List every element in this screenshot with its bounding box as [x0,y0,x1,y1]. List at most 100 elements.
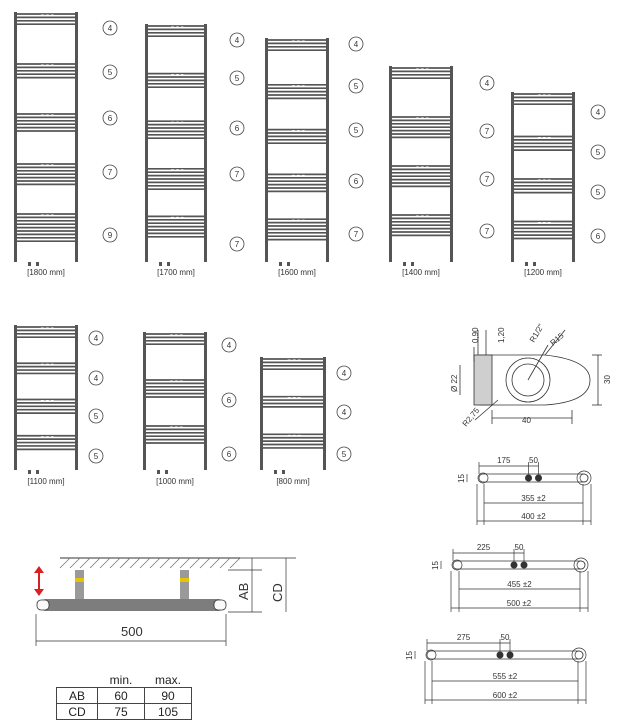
radiator-rail [14,12,17,262]
radiator-rail [204,332,207,470]
radiator-bar-group [17,362,75,375]
dim-side: 15 [405,651,414,660]
radiator-bar-group [146,379,204,398]
radiator-bar-group [392,165,450,188]
valve [279,262,282,266]
radiator-8: 445[800 mm] [260,357,352,486]
radiator-size-label: [1800 mm] [27,268,65,277]
radiator-bar-group [17,398,75,414]
radiator-size-label: [800 mm] [276,477,309,486]
spec-row-cd: CD 75 105 [56,703,192,720]
bar-count: 4 [94,334,99,343]
bar-count-badge: 9 [102,227,118,243]
ab-label: AB [236,583,251,600]
dim-1-20: 1,20 [497,327,506,343]
mount-width-label: 500 [121,624,143,639]
mount-view [34,557,296,646]
bar-count-badge: 5 [348,78,364,94]
radiator-bar-group [514,135,572,151]
radiator-bar-group [17,213,75,243]
radiator-bar-group [514,178,572,194]
bar-count-badge: 6 [229,120,245,136]
dim-mid: 50 [529,456,538,465]
bar-count: 5 [235,74,240,83]
valve [274,470,277,474]
bar-count: 5 [354,126,359,135]
bar-count: 4 [108,24,113,33]
radiator-bar-group [268,39,326,52]
radiator-bar-group [146,333,204,346]
bar-count: 7 [108,168,113,177]
radiator-bar-group [392,67,450,80]
bar-count-badge: 4 [348,36,364,52]
bar-count-badge: 6 [221,446,237,462]
bar-count-badge: 4 [336,404,352,420]
radiator-bar-group [17,63,75,79]
bar-count: 9 [108,231,113,240]
radiator-rail [450,66,453,262]
bar-count: 7 [235,170,240,179]
bar-count: 5 [342,450,347,459]
bar-count: 4 [596,108,601,117]
radiator-bar-group [514,93,572,106]
dim-inner: 355 ±2 [521,494,546,503]
radiator-bar-group [17,113,75,132]
bar-count: 5 [596,148,601,157]
valve [165,470,168,474]
radiator-rail [143,332,146,470]
valve [36,470,39,474]
radiator-bar-group [268,83,326,100]
bar-count-badge: 6 [102,110,118,126]
section-view [459,329,602,424]
radiator-size-label: [1200 mm] [524,268,562,277]
bar-count: 4 [342,408,347,417]
bar-count-badge: 4 [479,75,495,91]
radiator-size-label: [1400 mm] [402,268,440,277]
spec-row-min: 75 [97,703,145,720]
radiator-rail [204,24,207,262]
radiator-bar-group [392,214,450,237]
cd-label: CD [270,583,285,602]
bar-count-badge: 5 [590,144,606,160]
radiator-bar-group [263,395,323,408]
dim-side: 15 [457,474,466,483]
bar-count-badge: 7 [229,166,245,182]
spec-row-max: 105 [144,703,192,720]
bar-count: 6 [235,124,240,133]
radiator-bar-group [17,434,75,451]
bar-count: 5 [354,82,359,91]
bar-count-badge: 4 [221,337,237,353]
radiator-rail [260,357,263,470]
valve [159,262,162,266]
radiator-rail [389,66,392,262]
radiator-size-label: [1000 mm] [156,477,194,486]
bar-count-badge: 4 [229,32,245,48]
bar-count-badge: 5 [229,70,245,86]
dim-mid: 50 [515,543,524,552]
bar-count-badge: 5 [590,184,606,200]
bar-count-badge: 7 [102,164,118,180]
radiator-bar-group [268,128,326,145]
bar-count-badge: 5 [88,448,104,464]
bar-count-badge: 5 [336,446,352,462]
dim-outer: 600 ±2 [493,691,518,700]
radiator-bar-group [17,163,75,186]
spec-table-header: min. max. [57,673,192,688]
radiator-bar-group [514,220,572,240]
bar-count-badge: 5 [348,122,364,138]
bar-count: 4 [94,374,99,383]
spec-header-max: max. [154,673,181,687]
bar-count: 7 [485,127,490,136]
bar-count-badge: 5 [88,408,104,424]
bar-count-badge: 6 [221,392,237,408]
bar-count: 5 [94,452,99,461]
radiator-rail [326,38,329,262]
valve [36,262,39,266]
radiator-bar-group [148,25,204,38]
